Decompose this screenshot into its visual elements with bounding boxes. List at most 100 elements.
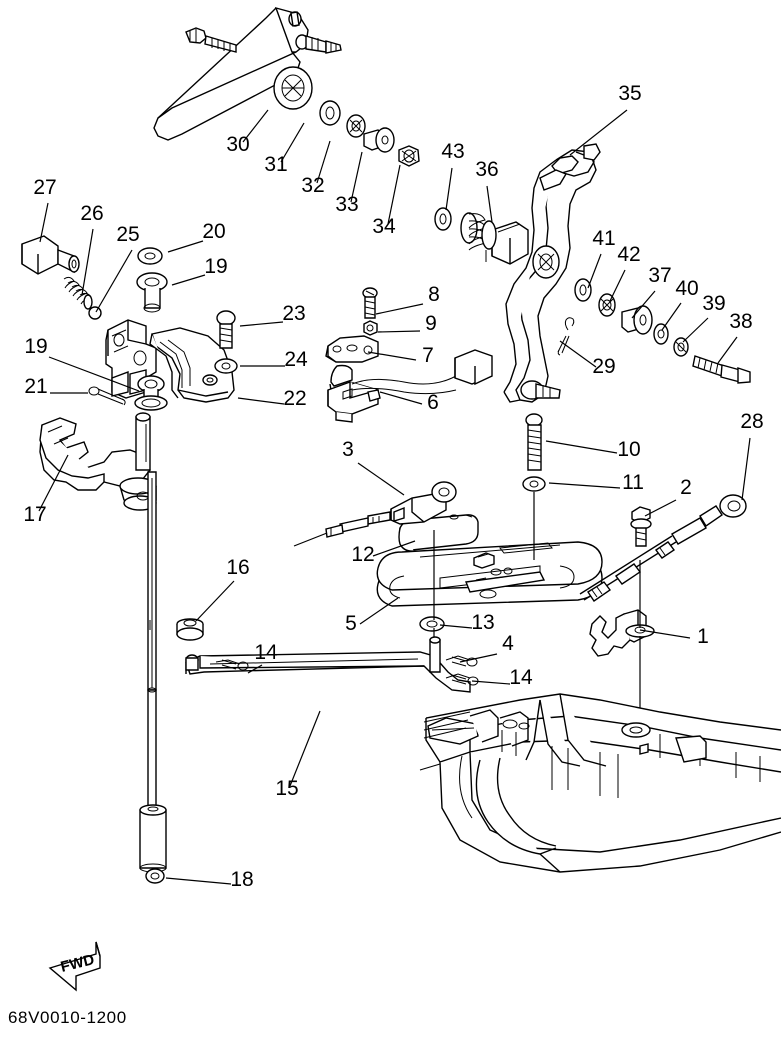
part-8-switch-screw xyxy=(363,288,377,318)
leader-line-40 xyxy=(662,303,681,330)
part-30-throttle-arm xyxy=(154,8,341,140)
part-42-wave-washer xyxy=(599,294,615,316)
callout-wave-washer: 13 xyxy=(471,611,494,634)
part-6-neutral-switch xyxy=(328,350,492,422)
part-9-switch-nut xyxy=(364,321,377,335)
leader-line-8 xyxy=(376,304,423,314)
leader-line-19 xyxy=(49,357,139,391)
leader-line-13 xyxy=(440,625,472,628)
part-36-return-spring xyxy=(461,213,496,262)
part-3-link-rod-joint xyxy=(294,482,456,546)
callout-spacer-bolt: 33 xyxy=(335,193,358,216)
callout-cable-end-joint: 28 xyxy=(740,410,763,433)
callout-detent-spring: 26 xyxy=(80,202,103,225)
part-33-spacer-bolt xyxy=(364,128,394,152)
leader-line-39 xyxy=(683,318,708,342)
callout-cotter-pin-throttle: 29 xyxy=(592,355,615,378)
leader-line-36 xyxy=(487,186,492,222)
callout-return-spring: 36 xyxy=(475,158,498,181)
part-24-bracket-washer xyxy=(215,359,237,373)
callout-bracket-bolt: 23 xyxy=(282,302,305,325)
part-22-shift-bracket xyxy=(150,328,234,402)
part-38-hex-bolt xyxy=(693,356,750,383)
leader-line-22 xyxy=(238,398,284,404)
part-21-cotter-pin xyxy=(89,387,125,405)
callout-hex-bolt-throttle: 38 xyxy=(729,310,752,333)
part-7-switch-mount-plate xyxy=(326,336,378,362)
leader-line-35 xyxy=(570,110,627,155)
part-17-shift-cam-lever xyxy=(40,413,156,510)
leader-line-37 xyxy=(632,291,655,318)
callout-cable-clamp-bracket: 1 xyxy=(697,625,709,648)
callout-o-ring: 18 xyxy=(230,868,253,891)
part-25-detent-ball xyxy=(89,307,101,319)
throttle-cable xyxy=(580,495,746,601)
part-1-cable-clamp-bracket xyxy=(590,610,654,656)
part-13-wave-washer xyxy=(420,617,444,631)
callout-washer-lever: 41 xyxy=(592,227,615,250)
callout-washer-upper: 20 xyxy=(202,220,225,243)
leader-line-33 xyxy=(351,152,362,202)
callout-throttle-lever-main: 35 xyxy=(618,82,641,105)
callout-shift-cam-lever: 17 xyxy=(23,503,46,526)
leader-line-9 xyxy=(378,331,420,332)
engine-housing xyxy=(420,694,781,872)
callout-switch-mount-plate: 7 xyxy=(422,344,434,367)
leader-line-25 xyxy=(96,250,132,312)
callout-throttle-arm: 30 xyxy=(226,133,249,156)
part-23-bracket-bolt xyxy=(217,311,235,348)
leader-line-28 xyxy=(742,438,750,500)
leader-line-14 xyxy=(472,681,510,684)
callout-switch-nut: 9 xyxy=(425,312,437,335)
part-41-washer xyxy=(575,279,591,301)
callout-neutral-switch: 6 xyxy=(427,391,439,414)
part-10-hex-bolt-long xyxy=(526,414,542,470)
leader-line-23 xyxy=(240,322,283,326)
part-40-plain-washer xyxy=(654,324,668,344)
callout-shift-link-rod: 15 xyxy=(275,777,298,800)
leader-line-41 xyxy=(588,254,601,288)
part-27-detent-cap xyxy=(22,236,79,274)
leader-line-15 xyxy=(290,711,320,786)
callout-cotter-pin: 4 xyxy=(502,632,514,655)
part-11-flat-washer xyxy=(523,477,545,491)
part-15-shift-link-rod xyxy=(186,637,470,692)
callout-shoulder-bolt: 37 xyxy=(648,264,671,287)
callout-detent-ball: 25 xyxy=(116,223,139,246)
leader-line-32 xyxy=(317,141,330,183)
leader-line-14 xyxy=(248,665,262,673)
leader-line-38 xyxy=(718,337,737,363)
leader-line-30 xyxy=(243,110,268,142)
part-18-o-ring xyxy=(146,869,164,883)
part-43-washer xyxy=(435,208,451,230)
callout-numbers: 1234567891011121314141516171819192021222… xyxy=(23,82,763,891)
leader-line-17 xyxy=(39,455,68,511)
part-32-flat-washer xyxy=(347,115,365,137)
fwd-label: FWD xyxy=(59,951,96,976)
callout-wave-washer-lever: 42 xyxy=(617,243,640,266)
part-19-bushing-lower xyxy=(135,376,167,410)
callout-throttle-cam: 12 xyxy=(351,543,374,566)
leader-line-5 xyxy=(360,598,398,624)
leader-line-20 xyxy=(168,241,203,252)
part-26-detent-spring xyxy=(64,277,92,309)
leader-line-29 xyxy=(560,341,596,367)
leader-line-18 xyxy=(166,878,231,884)
part-37-shoulder-bolt xyxy=(622,306,652,334)
leader-line-6 xyxy=(380,392,422,404)
part-14-cotter-pin-mid xyxy=(446,656,477,666)
callout-cotter-pin-lower-right: 14 xyxy=(509,666,533,689)
callout-shift-bracket: 22 xyxy=(283,387,306,410)
leader-line-31 xyxy=(281,123,304,162)
leader-line-27 xyxy=(40,203,48,242)
callout-bushing-lower: 19 xyxy=(24,335,47,358)
part-39-lock-washer xyxy=(674,338,688,356)
part-12-throttle-cam xyxy=(399,515,478,551)
leader-line-1 xyxy=(640,630,690,638)
callout-flat-washer-arm: 32 xyxy=(301,174,324,197)
leader-line-16 xyxy=(196,581,234,621)
callout-hex-bolt-long: 10 xyxy=(617,438,640,461)
leader-line-42 xyxy=(610,270,625,301)
part-31-wave-washer xyxy=(320,101,340,125)
